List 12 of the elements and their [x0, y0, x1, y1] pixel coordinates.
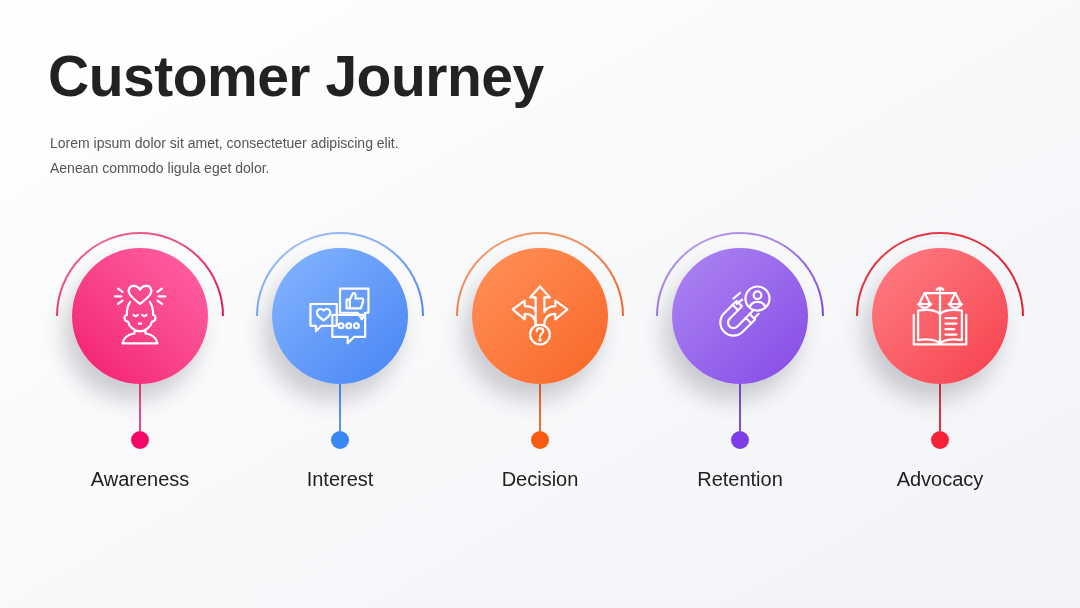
subtitle-text: Lorem ipsum dolor sit amet, consectetuer adipiscing elit. Aenean commodo ligula eget dolor. — [50, 134, 400, 178]
connector-line — [139, 383, 141, 432]
stage-label: Decision — [500, 467, 580, 492]
connector-line — [739, 383, 741, 432]
stage-label: Interest — [305, 467, 375, 492]
connector-line — [339, 383, 341, 432]
stage-label: Advocacy — [895, 467, 985, 492]
connector-line — [539, 383, 541, 432]
connector-line — [939, 383, 941, 432]
stage-label: Retention — [696, 467, 784, 492]
title: Customer Journey — [48, 44, 544, 108]
stage-label: Awareness — [89, 467, 191, 492]
